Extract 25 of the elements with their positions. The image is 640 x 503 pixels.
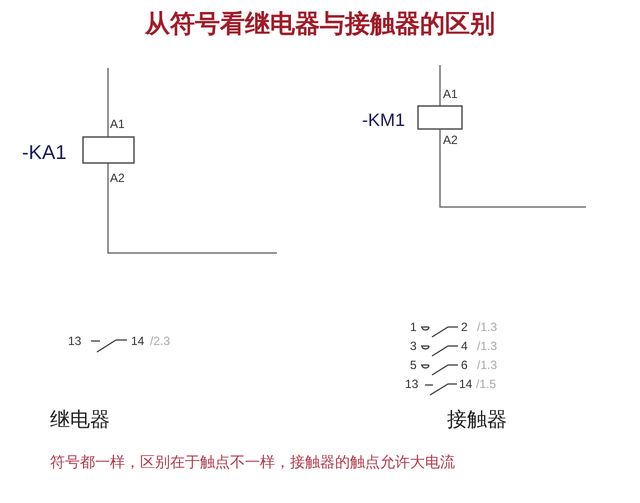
- caption: 接触器: [447, 410, 507, 430]
- terminal-label: A2: [443, 134, 458, 146]
- terminal-number: 2: [461, 321, 468, 333]
- terminal-label: A1: [443, 88, 458, 100]
- device-tag: -KA1: [22, 143, 66, 163]
- terminal-number: 13: [68, 335, 82, 347]
- note: 符号都一样，区别在于触点不一样，接触器的触点允许大电流: [50, 455, 455, 470]
- terminal-number: 5: [410, 359, 417, 371]
- terminal-number: 13: [405, 378, 418, 390]
- cross-reference: /1.5: [476, 378, 496, 390]
- cross-reference: /1.3: [477, 340, 498, 352]
- terminal-number: 3: [410, 340, 417, 352]
- terminal-number: 1: [410, 321, 417, 333]
- device-tag: -KM1: [362, 111, 406, 129]
- title: 从符号看继电器与接触器的区别: [144, 12, 496, 37]
- terminal-number: 6: [461, 359, 468, 371]
- terminal-number: 14: [131, 335, 144, 347]
- caption: 继电器: [50, 410, 110, 430]
- terminal-label: A1: [110, 118, 125, 130]
- terminal-label: A2: [110, 172, 125, 184]
- terminal-number: 14: [459, 378, 472, 390]
- cross-reference: /1.3: [477, 359, 498, 371]
- cross-reference: /2.3: [150, 335, 170, 347]
- cross-reference: /1.3: [477, 321, 498, 333]
- terminal-number: 4: [461, 340, 468, 352]
